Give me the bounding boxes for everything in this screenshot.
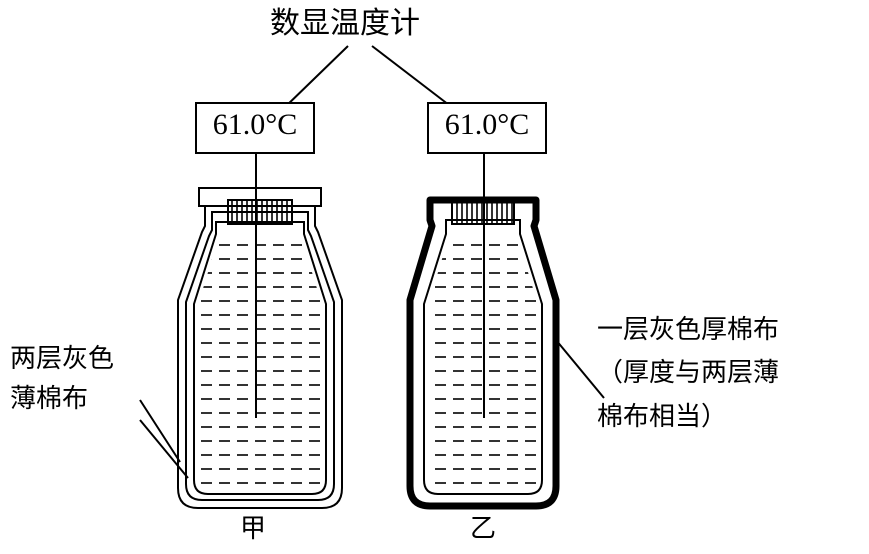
left-caption-leader-2: [139, 419, 189, 479]
bottle-left-cap: [227, 199, 293, 225]
bottle-left-label: 甲: [240, 514, 267, 544]
right-cloth-caption-line3: 棉布相当）: [597, 402, 728, 432]
thermometer-right-display: [427, 102, 547, 154]
bottle-left: [177, 102, 343, 509]
right-cloth-caption-line2: （厚度与两层薄: [597, 358, 780, 388]
left-cloth-caption-line1: 两层灰色: [10, 344, 115, 374]
thermometer-left-reading: 61.0°C: [212, 108, 298, 141]
thermometer-right-reading: 61.0°C: [444, 108, 530, 141]
left-cloth-caption-line2: 薄棉布: [10, 384, 89, 414]
left-caption-leader-1: [139, 399, 181, 463]
bottle-right-label: 乙: [470, 514, 497, 544]
thermometer-title: 数显温度计: [270, 6, 420, 41]
right-caption-leader: [555, 339, 605, 399]
bottle-right: [406, 102, 560, 510]
bottle-left-water: [198, 236, 322, 490]
right-cloth-caption-line1: 一层灰色厚棉布: [597, 315, 780, 345]
title-leader-left: [281, 45, 349, 111]
